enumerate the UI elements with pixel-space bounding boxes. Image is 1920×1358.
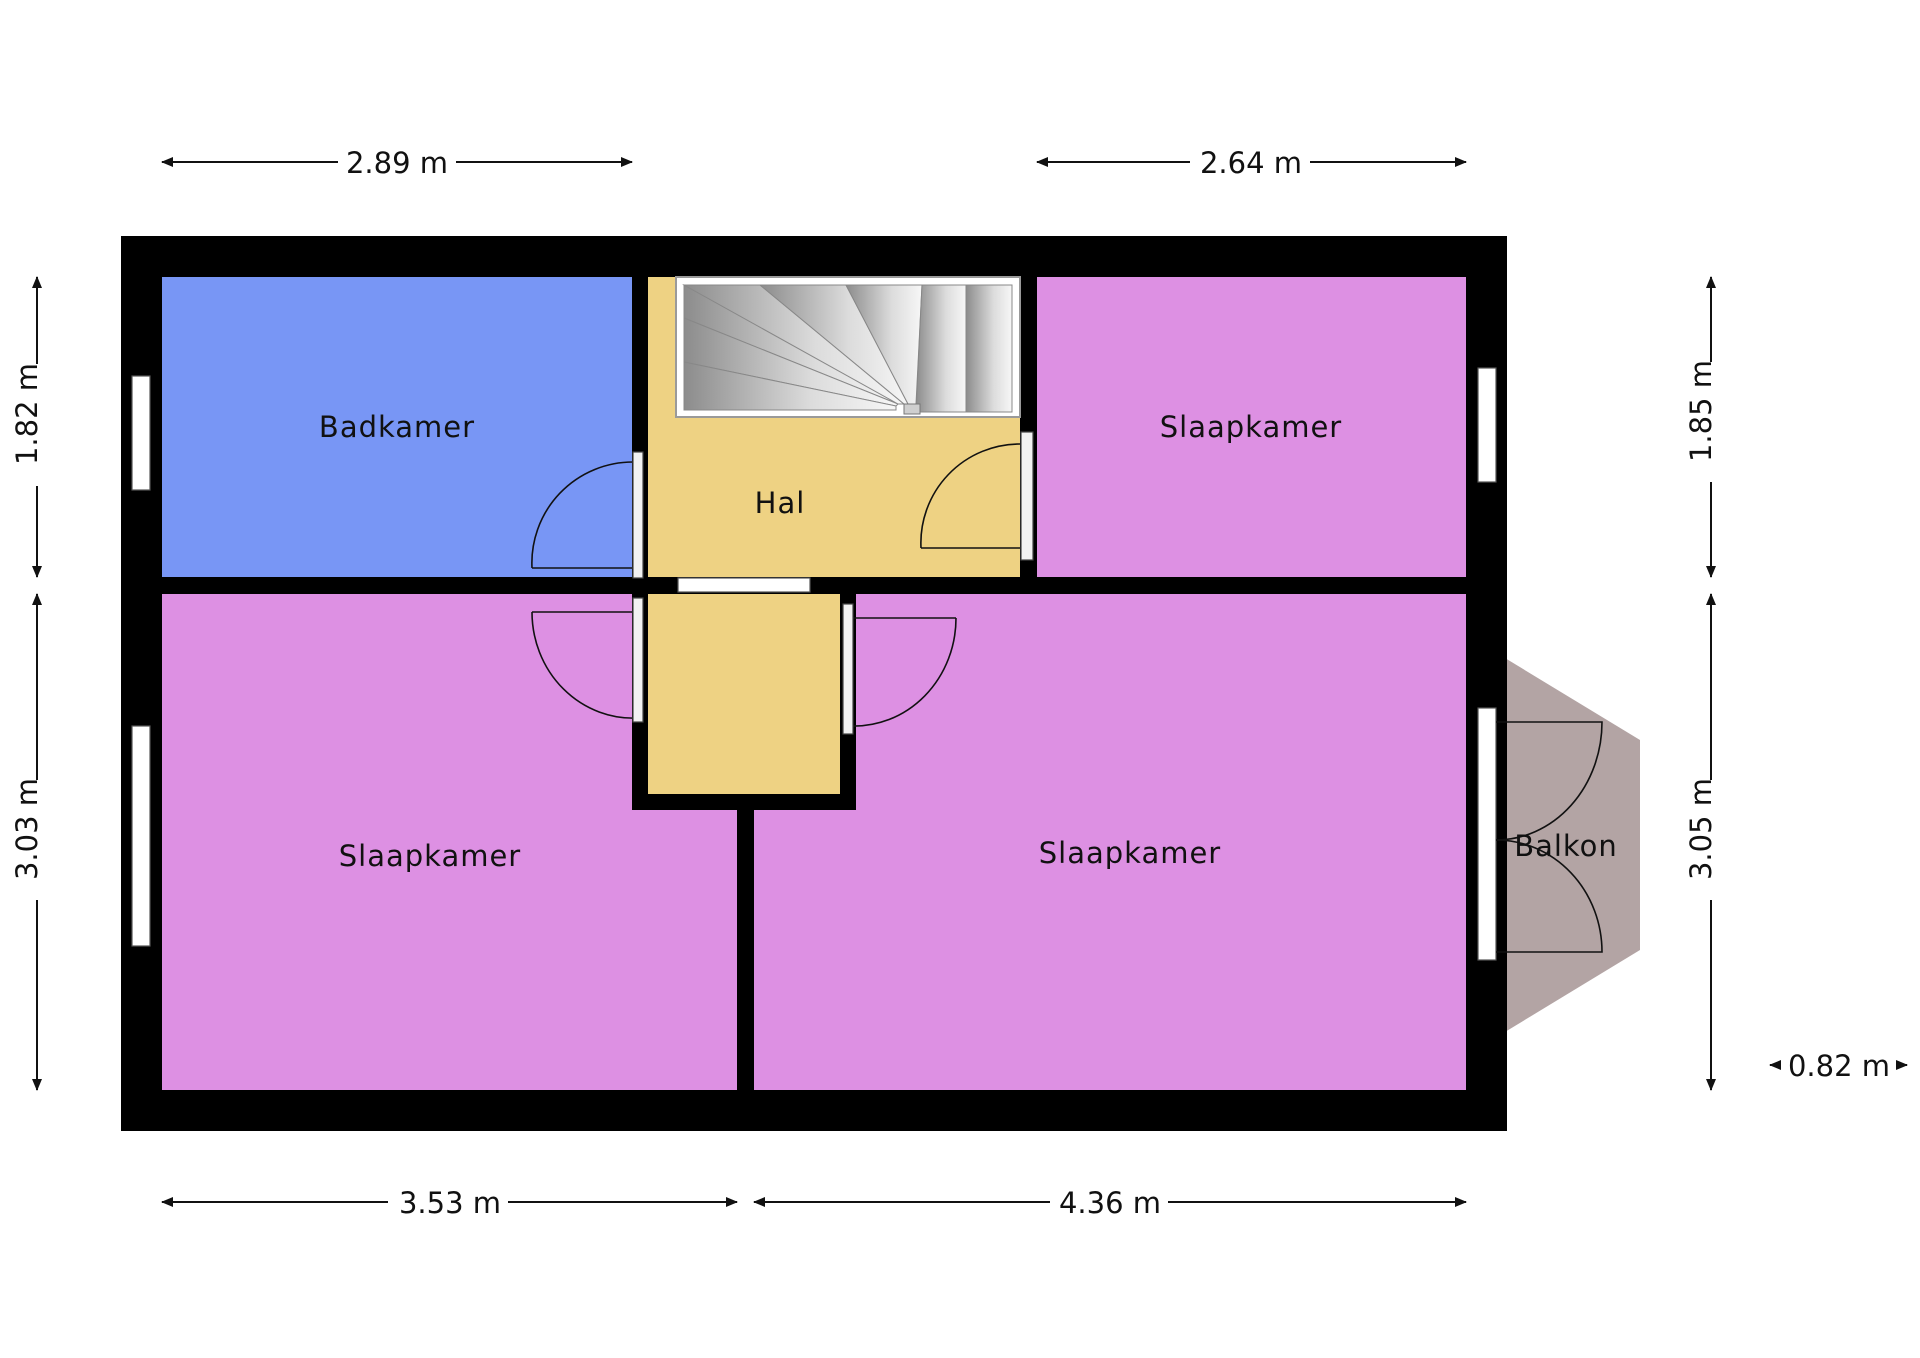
svg-text:1.82 m: 1.82 m <box>10 363 44 465</box>
svg-text:3.53 m: 3.53 m <box>399 1186 501 1220</box>
label-hal: Hal <box>755 486 806 520</box>
dimension-balcony-depth: 0.82 m <box>1769 1049 1908 1083</box>
dimension-top-left: 2.89 m <box>161 146 633 180</box>
door-slaapkamer-top <box>920 431 1034 561</box>
dimension-left-lower: 3.03 m <box>10 593 44 1091</box>
door-slaapkamer-left <box>531 597 644 723</box>
window-slaapkamer-left <box>131 725 151 947</box>
slaapkamer-left-floor <box>162 594 737 1090</box>
slaapkamer-top-floor <box>1037 277 1466 577</box>
label-slaapkamer-right: Slaapkamer <box>1039 836 1222 870</box>
window-balkon-door <box>1477 707 1497 961</box>
label-balkon: Balkon <box>1514 829 1618 863</box>
door-balkon <box>1495 721 1603 953</box>
dimension-right-lower: 3.05 m <box>1684 593 1718 1091</box>
svg-text:1.85 m: 1.85 m <box>1684 360 1718 462</box>
label-badkamer: Badkamer <box>319 410 475 444</box>
svg-text:3.03 m: 3.03 m <box>10 778 44 880</box>
staircase <box>675 276 1021 418</box>
label-slaapkamer-top: Slaapkamer <box>1160 410 1343 444</box>
door-badkamer <box>531 451 644 579</box>
svg-text:2.64 m: 2.64 m <box>1200 146 1302 180</box>
dimension-left-upper: 1.82 m <box>10 276 44 578</box>
label-slaapkamer-left: Slaapkamer <box>339 839 522 873</box>
balkon-floor <box>1500 655 1640 1035</box>
door-slaapkamer-right <box>842 603 957 735</box>
window-slaapkamer-top <box>1477 367 1497 483</box>
dimension-top-right: 2.64 m <box>1036 146 1467 180</box>
window-badkamer <box>131 375 151 491</box>
hal-opening <box>677 577 811 593</box>
dimension-right-upper: 1.85 m <box>1684 276 1718 578</box>
dimension-bottom-left: 3.53 m <box>161 1186 738 1220</box>
badkamer-floor <box>162 277 632 577</box>
dimension-bottom-right: 4.36 m <box>753 1186 1467 1220</box>
svg-text:4.36 m: 4.36 m <box>1059 1186 1161 1220</box>
svg-text:3.05 m: 3.05 m <box>1684 778 1718 880</box>
svg-text:0.82 m: 0.82 m <box>1788 1049 1890 1083</box>
slaapkamer-right-floor <box>754 594 1466 1090</box>
hal-corridor-floor <box>648 594 840 794</box>
svg-text:2.89 m: 2.89 m <box>346 146 448 180</box>
